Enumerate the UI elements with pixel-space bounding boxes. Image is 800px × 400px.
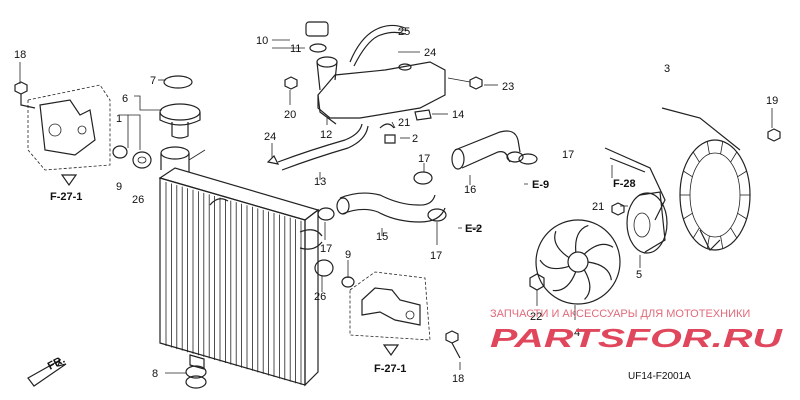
callout-10: 10 bbox=[256, 35, 268, 47]
watermark-brand: PARTSFOR.RU bbox=[490, 323, 784, 353]
shroud-rib bbox=[720, 235, 724, 249]
ref-e2: E-2 bbox=[465, 223, 482, 235]
ref-f27-1-bottom: F-27-1 bbox=[374, 363, 406, 375]
ref-front: FR. bbox=[46, 354, 67, 373]
callout-23: 23 bbox=[502, 81, 514, 93]
callout-15: 15 bbox=[376, 231, 388, 243]
callout-5: 5 bbox=[636, 269, 642, 281]
callout-21: 21 bbox=[398, 117, 410, 129]
callout-13: 13 bbox=[314, 176, 326, 188]
callout-17: 17 bbox=[418, 153, 430, 165]
callout-18: 18 bbox=[14, 49, 26, 61]
ref-f28: F-28 bbox=[613, 178, 636, 190]
shroud-rib bbox=[730, 151, 738, 163]
fan-blade bbox=[554, 230, 570, 259]
fan-blade bbox=[587, 261, 612, 281]
callout-1: 1 bbox=[116, 113, 122, 125]
callout-25: 25 bbox=[398, 26, 410, 38]
watermark: ЗАПЧАСТИ И АКСЕССУАРЫ ДЛЯ МОТОТЕХНИКИ PA… bbox=[490, 308, 784, 353]
fan-motor bbox=[611, 191, 668, 254]
callout-18b: 18 bbox=[452, 373, 464, 385]
callout-17b: 17 bbox=[562, 149, 574, 161]
watermark-caption: ЗАПЧАСТИ И АКСЕССУАРЫ ДЛЯ МОТОТЕХНИКИ bbox=[490, 308, 750, 320]
shroud-rib bbox=[683, 212, 693, 220]
shroud-rib bbox=[706, 235, 710, 249]
shroud-rib bbox=[720, 141, 724, 155]
callout-22: 22 bbox=[530, 311, 542, 323]
diagram-code: UF14-F2001A bbox=[628, 371, 691, 382]
shroud-rib bbox=[706, 141, 710, 155]
left-bracket bbox=[14, 81, 111, 187]
callout-8: 8 bbox=[152, 368, 158, 380]
callout-17d: 17 bbox=[430, 250, 442, 262]
overflow-hose bbox=[266, 123, 369, 171]
grommets bbox=[112, 145, 152, 169]
radiator-cap bbox=[159, 75, 201, 139]
callout-26b: 26 bbox=[314, 291, 326, 303]
callout-24b: 24 bbox=[264, 131, 276, 143]
callout-20: 20 bbox=[284, 109, 296, 121]
callout-12: 12 bbox=[320, 129, 332, 141]
callout-6: 6 bbox=[122, 93, 128, 105]
callout-16: 16 bbox=[464, 184, 476, 196]
callout-11: 11 bbox=[290, 43, 301, 55]
callout-14: 14 bbox=[452, 109, 464, 121]
lower-bracket bbox=[314, 259, 431, 357]
callout-3: 3 bbox=[664, 63, 670, 75]
callout-2: 2 bbox=[412, 133, 418, 145]
callout-19: 19 bbox=[766, 95, 778, 107]
shroud-rib bbox=[737, 212, 747, 220]
shroud-rib bbox=[692, 227, 700, 239]
reserve-tank bbox=[284, 21, 483, 144]
fan-blade bbox=[583, 243, 614, 255]
callout-7: 7 bbox=[150, 75, 156, 87]
fan-blade bbox=[583, 269, 591, 300]
callout-9b: 9 bbox=[345, 249, 351, 261]
shroud-rib bbox=[692, 151, 700, 163]
callout-24: 24 bbox=[424, 47, 436, 59]
fan-blade bbox=[574, 224, 589, 253]
leader-lines bbox=[19, 29, 773, 374]
callout-26: 26 bbox=[132, 194, 144, 206]
shroud-rib bbox=[730, 227, 738, 239]
fan-shroud bbox=[604, 107, 781, 252]
ref-f27-1-top: F-27-1 bbox=[50, 191, 82, 203]
callout-9: 9 bbox=[116, 181, 122, 193]
radiator bbox=[158, 146, 323, 387]
callout-4: 4 bbox=[574, 327, 580, 339]
upper-hose bbox=[413, 130, 538, 185]
shroud-rib bbox=[737, 170, 747, 178]
hardware bbox=[27, 273, 545, 389]
fan bbox=[535, 219, 621, 305]
fan-blade bbox=[552, 271, 577, 292]
lower-hose bbox=[317, 192, 447, 223]
callout-17c: 17 bbox=[320, 243, 332, 255]
fan-blade bbox=[539, 259, 570, 270]
shroud-rib bbox=[683, 170, 693, 178]
ref-e9: E-9 bbox=[532, 179, 549, 191]
callout-21b: 21 bbox=[592, 201, 604, 213]
reference-codes: F-27-1 F-27-1 F-28 E-9 E-2 FR. UF14-F200… bbox=[46, 178, 691, 382]
callout-numbers: 18 1 7 6 9 26 10 11 25 24 3 20 12 21 2 1… bbox=[14, 26, 778, 385]
